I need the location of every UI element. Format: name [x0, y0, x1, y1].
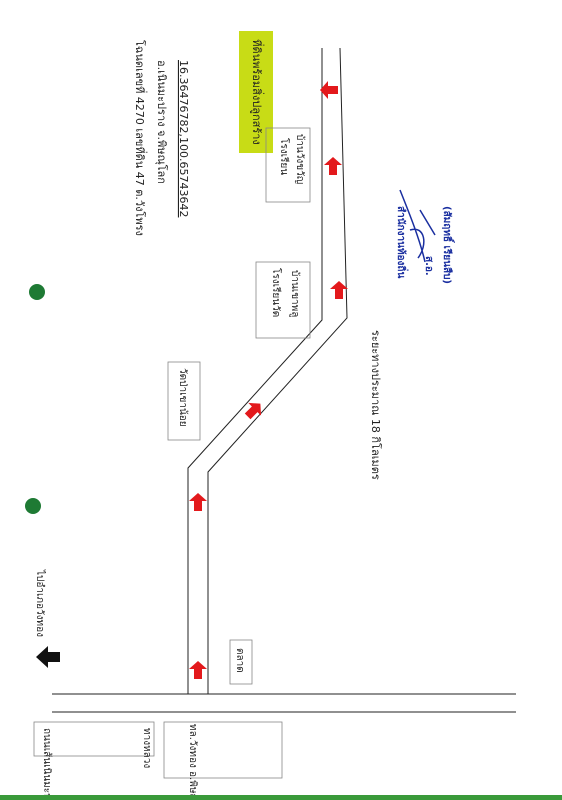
title-line-1: โฉนดเลขที่ 4270 เลขที่ดิน 47 ต.วังโพรง	[133, 40, 148, 236]
road-label-box-1	[33, 721, 155, 757]
road-edge-right	[207, 47, 348, 694]
temple-box	[167, 361, 201, 441]
bottom-border	[0, 795, 562, 800]
road-label-3: ทางหลวง	[141, 728, 152, 768]
school-top-line-2: บ้านวังขวัญ	[294, 134, 306, 184]
market-box	[229, 639, 253, 685]
road-label-box-2	[163, 721, 283, 779]
to-wangthong-label: ไปอำเภอวังทอง	[34, 569, 46, 637]
route-arrow	[189, 661, 207, 679]
route-arrow	[244, 402, 262, 420]
to-wangthong-arrow	[36, 646, 60, 668]
destination-highlight	[239, 31, 273, 153]
school-mid-line-1: โรงเรียนวัด	[270, 268, 283, 317]
route-arrow	[330, 281, 348, 299]
route-arrow	[324, 157, 342, 175]
destination-label: ที่ดินพร้อมสิ่งปลูกสร้าง	[250, 39, 265, 145]
signature-prefix: ส.อ.	[423, 256, 434, 276]
road-label-1: ถนนเส้นเนินมะปราง	[41, 728, 53, 800]
signature-scribble	[399, 189, 436, 263]
road-edge-left	[187, 48, 323, 694]
signature-name: (สัมฤทธิ์ เรียนสืบ)	[441, 206, 455, 284]
title-line-3: 16.36476782,100.65743642	[177, 60, 190, 217]
title-line-2: อ.เนินมะปราง จ.พิษณุโลก	[155, 60, 169, 184]
school-mid-line-2: บ้านเขาพลู	[289, 270, 301, 317]
school-top-box	[265, 127, 311, 203]
school-mid-box	[255, 261, 311, 339]
road-label-2: ทล.วังทอง อ.พิษณุโลก	[187, 724, 200, 800]
market-label: ตลาด	[234, 648, 245, 673]
signature-title: สำนักงานท้องถิ่น	[395, 206, 409, 278]
route-arrow	[320, 81, 338, 99]
school-top-line-1: โรงเรียน	[278, 138, 291, 175]
route-arrow	[189, 493, 207, 511]
green-dot	[29, 284, 45, 300]
title-block: โฉนดเลขที่ 4270 เลขที่ดิน 47 ต.วังโพรง อ…	[133, 40, 190, 236]
temple-label: วัดป่าเขาน้อย	[177, 368, 189, 427]
green-dot	[25, 498, 41, 514]
distance-label: ระยะทางประมาณ 18 กิโลเมตร	[369, 330, 383, 480]
